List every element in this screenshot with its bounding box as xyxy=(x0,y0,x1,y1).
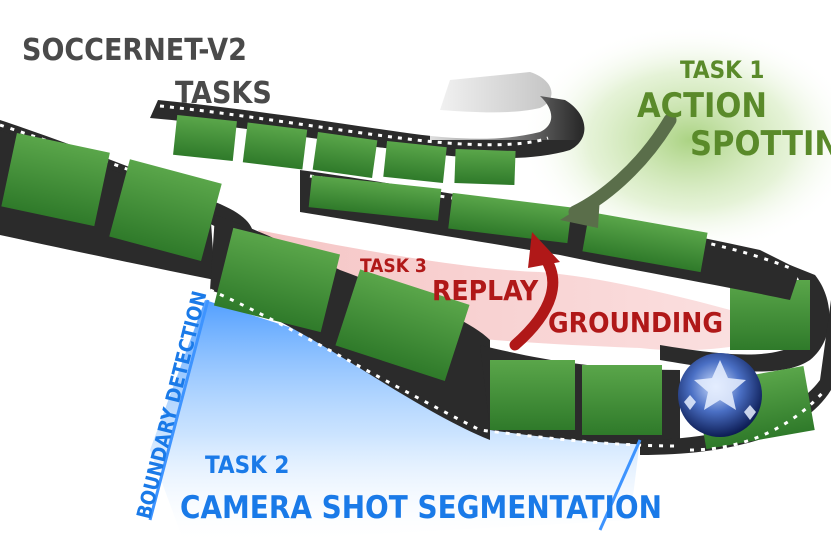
task1-label: TASK 1 xyxy=(680,56,764,84)
task3-name-line1: REPLAY xyxy=(432,274,539,307)
task3-label: TASK 3 xyxy=(360,255,427,277)
task2-name: CAMERA SHOT SEGMENTATION xyxy=(180,490,662,526)
task2-glow xyxy=(150,300,640,545)
boundary-line-right xyxy=(598,439,642,531)
task3-name-line2: GROUNDING xyxy=(548,306,723,339)
boundary-line-left xyxy=(148,299,210,521)
task3-arrow-icon xyxy=(509,252,559,351)
title-line1: SOCCERNET-V2 xyxy=(22,33,247,68)
title-line2: TASKS xyxy=(175,76,272,111)
task1-name-line1: ACTION xyxy=(637,86,767,126)
task1-name-line2: SPOTTING xyxy=(690,124,831,164)
task2-label: TASK 2 xyxy=(205,451,289,479)
